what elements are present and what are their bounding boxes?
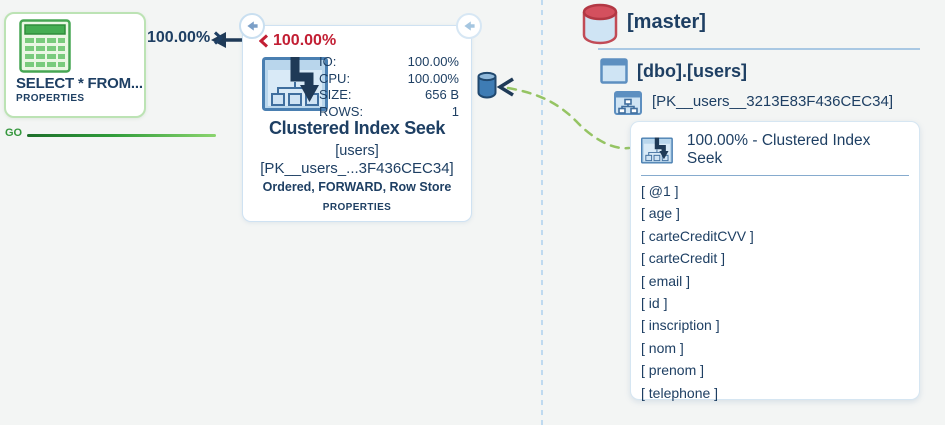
output-column-item: [ telephone ]	[641, 384, 719, 401]
database-name-label[interactable]: [master]	[627, 11, 706, 33]
table-icon	[19, 19, 71, 73]
output-column-item: [ age ]	[641, 205, 680, 222]
index-icon	[614, 91, 642, 115]
output-column-item: [ email ]	[641, 272, 691, 289]
chevron-left-icon	[259, 34, 269, 48]
arrow-left-icon	[464, 21, 475, 31]
seek-cost-value: 100.00%	[273, 32, 337, 49]
database-icon	[477, 71, 497, 99]
statement-cost-label: 100.00%	[147, 29, 224, 47]
chevron-right-icon	[214, 31, 224, 45]
arrow-left-icon	[247, 21, 258, 31]
output-column-item: [ prenom ]	[641, 362, 705, 379]
statement-properties-link[interactable]: PROPERTIES	[16, 93, 85, 104]
statement-node[interactable]: SELECT * FROM... PROPERTIES	[4, 12, 146, 118]
statement-cost-value: 100.00%	[147, 29, 211, 46]
batch-go-label: GO	[5, 127, 23, 139]
seek-node-object: [users]	[335, 143, 379, 159]
stat-row-cpu: CPU:100.00%	[319, 70, 459, 86]
table-name-label[interactable]: [dbo].[users]	[637, 61, 747, 81]
seek-node-title: Clustered Index Seek	[268, 118, 446, 138]
clustered-index-seek-node[interactable]: 100.00% IO:100.00% CPU:100.00% SIZE:656 …	[242, 25, 472, 222]
collapse-right-button[interactable]	[456, 13, 482, 39]
seek-node-attributes: Ordered, FORWARD, Row Store	[262, 180, 452, 194]
output-column-item: [ @1 ]	[641, 183, 679, 199]
tooltip-title: 100.00% - Clustered Index Seek	[686, 132, 871, 167]
clustered-index-seek-icon	[262, 57, 328, 111]
collapse-left-button[interactable]	[239, 13, 265, 39]
statement-label: SELECT * FROM...	[16, 75, 143, 92]
tooltip-header: 100.00% - Clustered Index Seek	[631, 122, 919, 175]
batch-cost-bar	[27, 134, 216, 137]
stat-row-io: IO:100.00%	[319, 54, 459, 69]
green-connector-arrowhead-icon	[496, 77, 514, 97]
master-database-icon	[582, 3, 618, 45]
output-columns-tooltip: 100.00% - Clustered Index Seek [ @1 ] [ …	[630, 121, 920, 401]
seek-database-node[interactable]	[476, 71, 498, 99]
stat-row-rows: ROWS:1	[319, 103, 459, 119]
tooltip-to-database-dashed-connector	[506, 86, 631, 150]
stat-row-size: SIZE:656 B	[319, 87, 459, 102]
index-name-label[interactable]: [PK__users__3213E83F436CEC34]	[652, 93, 893, 110]
table-window-icon	[600, 58, 628, 84]
seek-properties-link[interactable]: PROPERTIES	[322, 202, 392, 213]
output-column-item: [ nom ]	[641, 339, 684, 356]
schema-separator-line	[598, 48, 920, 50]
output-column-item: [ inscription ]	[641, 317, 720, 334]
seek-cost-label: 100.00%	[259, 32, 336, 50]
clustered-index-seek-icon	[641, 136, 673, 164]
seek-stats-table: IO:100.00% CPU:100.00% SIZE:656 B ROWS:1	[319, 54, 459, 120]
output-columns-list: [ @1 ] [ age ] [ carteCreditCVV ] [ cart…	[631, 176, 919, 408]
output-column-item: [ id ]	[641, 295, 668, 312]
output-column-item: [ carteCreditCVV ]	[641, 227, 754, 244]
output-column-item: [ carteCredit ]	[641, 250, 726, 267]
tooltip-separator	[641, 175, 909, 176]
seek-node-index: [PK__users_...3F436CEC34]	[260, 160, 454, 177]
